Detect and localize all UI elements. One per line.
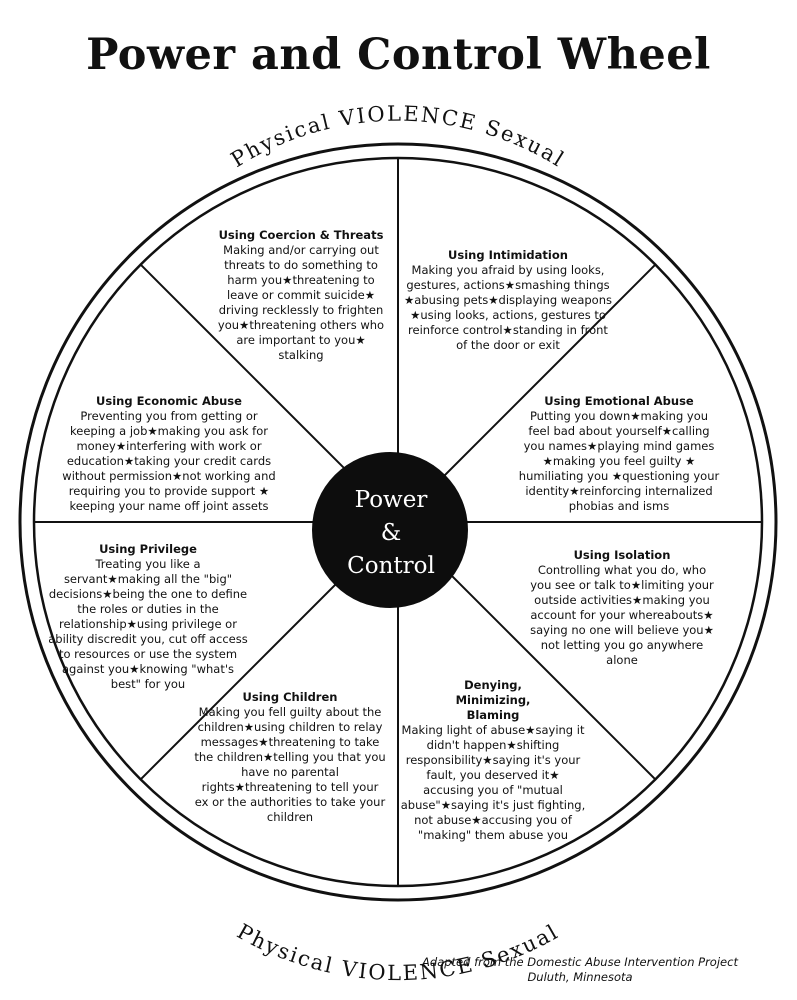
segment-intimidation: Using Intimidation Making you afraid by … xyxy=(402,248,614,353)
segment-isolation: Using Isolation Controlling what you do,… xyxy=(526,548,718,668)
segment-economic-abuse: Using Economic Abuse Preventing you from… xyxy=(56,394,282,514)
hub-label-control: Control xyxy=(347,553,435,579)
credit-line-source: Adapted from the Domestic Abuse Interven… xyxy=(422,955,738,969)
credit-note: Adapted from the Domestic Abuse Interven… xyxy=(385,955,775,985)
segment-text: Making you afraid by using looks, gestur… xyxy=(404,263,612,352)
segment-heading: Using Emotional Abuse xyxy=(544,394,694,408)
segment-heading: Using Economic Abuse xyxy=(96,394,242,408)
segment-heading: Using Privilege xyxy=(99,542,197,556)
page-title: Power and Control Wheel xyxy=(86,30,711,80)
segment-text: Making you fell guilty about the childre… xyxy=(194,705,386,824)
segment-text: Preventing you from getting or keeping a… xyxy=(62,409,276,513)
segment-heading: Denying, Minimizing, Blaming xyxy=(455,678,531,722)
hub-label-power: Power xyxy=(354,487,428,513)
segment-heading: Using Coercion & Threats xyxy=(218,228,384,242)
segment-text: Treating you like a servant★making all t… xyxy=(48,557,248,691)
hub-label-ampersand: & xyxy=(380,520,402,546)
segment-heading: Using Isolation xyxy=(573,548,671,562)
segment-text: Making and/or carrying out threats to do… xyxy=(217,243,385,362)
segment-privilege: Using Privilege Treating you like a serv… xyxy=(46,542,250,692)
segment-heading: Using Intimidation xyxy=(448,248,568,262)
hub-label: Power & Control xyxy=(316,484,466,583)
segment-heading: Using Children xyxy=(242,690,338,704)
hub-circle xyxy=(312,452,468,608)
segment-text: Putting you down★making you feel bad abo… xyxy=(518,409,720,513)
segment-text: Making light of abuse★saying it didn't h… xyxy=(400,723,586,842)
segment-emotional-abuse: Using Emotional Abuse Putting you down★m… xyxy=(518,394,720,514)
segment-children: Using Children Making you fell guilty ab… xyxy=(194,690,386,825)
outer-rim xyxy=(18,142,778,902)
segment-text: Controlling what you do, who you see or … xyxy=(530,563,714,667)
segment-coercion: Using Coercion & Threats Making and/or c… xyxy=(212,228,390,363)
credit-line-location: Duluth, Minnesota xyxy=(527,970,633,984)
segment-denying-minimizing-blaming: Denying, Minimizing, Blaming Making ligh… xyxy=(400,678,586,843)
